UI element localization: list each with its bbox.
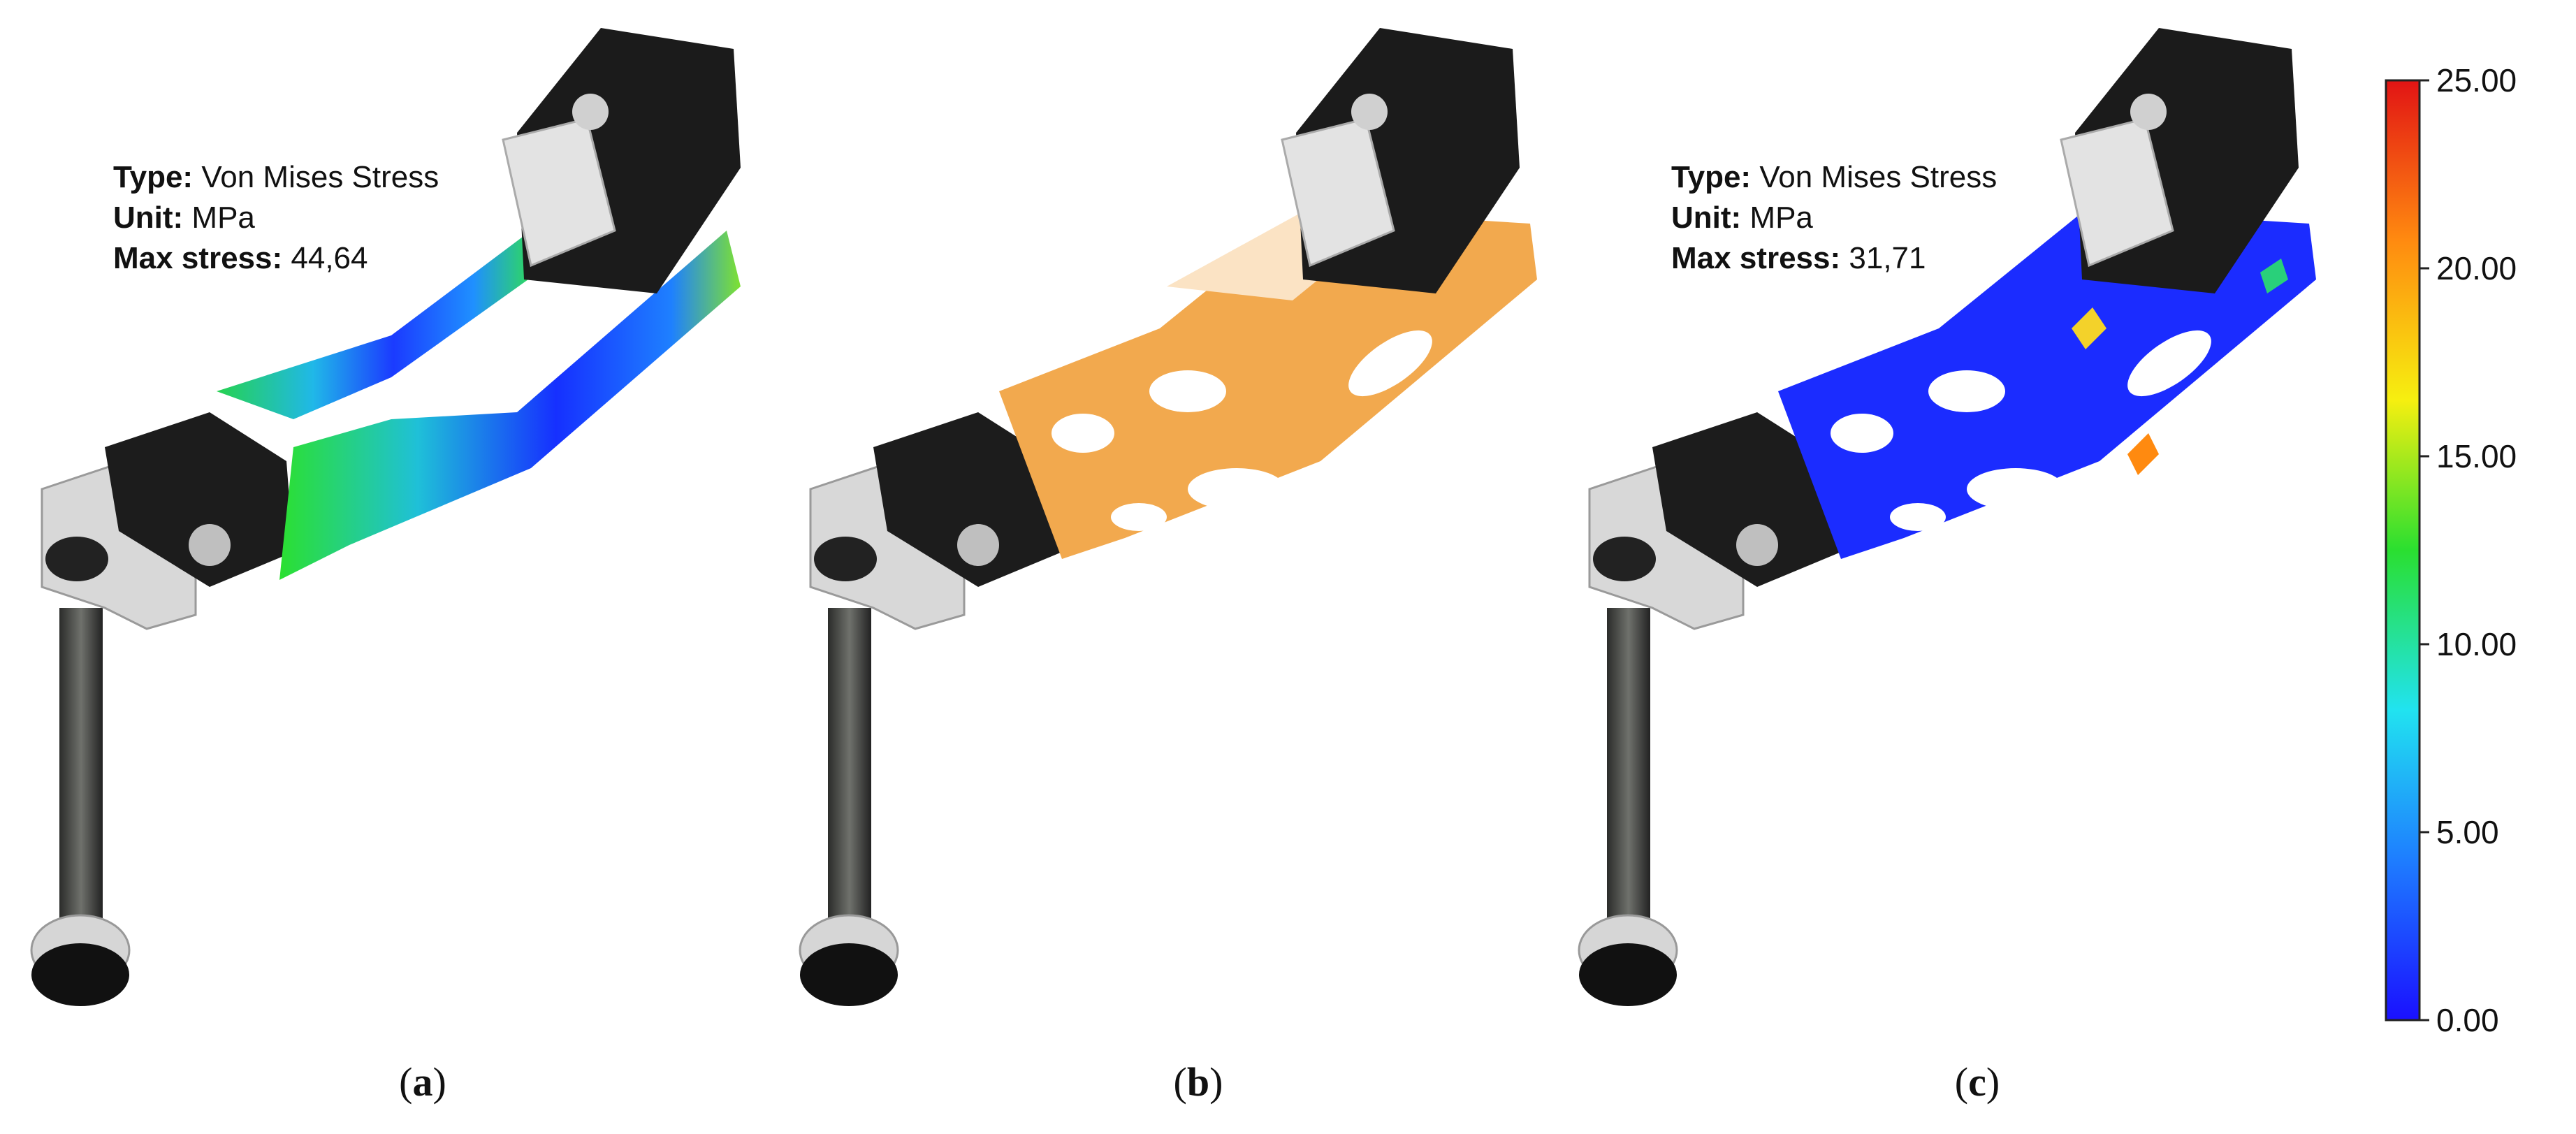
leg-model-original: [30, 28, 741, 1006]
link-plate-lower: [279, 231, 741, 580]
stress-info-c: Type: Von Mises Stress Unit: MPa Max str…: [1671, 157, 1997, 279]
colorbar-tick-label: 15.00: [2436, 438, 2517, 474]
carbon-tube: [59, 608, 103, 936]
leg-model-optimized-stress: [1578, 28, 2316, 1006]
unit-line: Unit: MPa: [113, 201, 255, 235]
type-line: Type: Von Mises Stress: [1671, 160, 1998, 194]
caption-c: (c): [1954, 1059, 2000, 1105]
type-line: Type: Von Mises Stress: [113, 160, 439, 194]
panel-c: Type: Von Mises Stress Unit: MPa Max str…: [1555, 0, 2344, 1134]
max-stress-line: Max stress: 44,64: [113, 241, 368, 275]
caption-b: (b): [1173, 1059, 1223, 1105]
carbon-tube: [1607, 608, 1650, 936]
colorbar-tick-label: 5.00: [2436, 814, 2499, 850]
colorbar-tick-label: 10.00: [2436, 626, 2517, 662]
carbon-tube: [828, 608, 871, 936]
unit-line: Unit: MPa: [1671, 201, 1813, 235]
leg-model-topology-optimized: [799, 28, 1537, 1006]
panel-b: (b): [776, 0, 1555, 1134]
optimized-link: [999, 210, 1537, 559]
panel-a: Type: Von Mises Stress Unit: MPa Max str…: [0, 0, 776, 1134]
colorbar-tick-label: 20.00: [2436, 250, 2517, 286]
stress-colorbar: 25.00 20.00 15.00 10.00 5.00 0.00: [2385, 62, 2517, 1038]
caption-a: (a): [399, 1059, 446, 1105]
stress-info-a: Type: Von Mises Stress Unit: MPa Max str…: [113, 157, 439, 279]
link-plate-upper: [217, 231, 538, 419]
max-stress-line: Max stress: 31,71: [1671, 241, 1926, 275]
optimized-link-stress: [1778, 210, 2316, 559]
colorbar-ticks: 25.00 20.00 15.00 10.00 5.00 0.00: [2419, 62, 2517, 1038]
colorbar-tick-label: 25.00: [2436, 62, 2517, 99]
colorbar-gradient: [2385, 79, 2421, 1022]
colorbar-tick-label: 0.00: [2436, 1002, 2499, 1038]
